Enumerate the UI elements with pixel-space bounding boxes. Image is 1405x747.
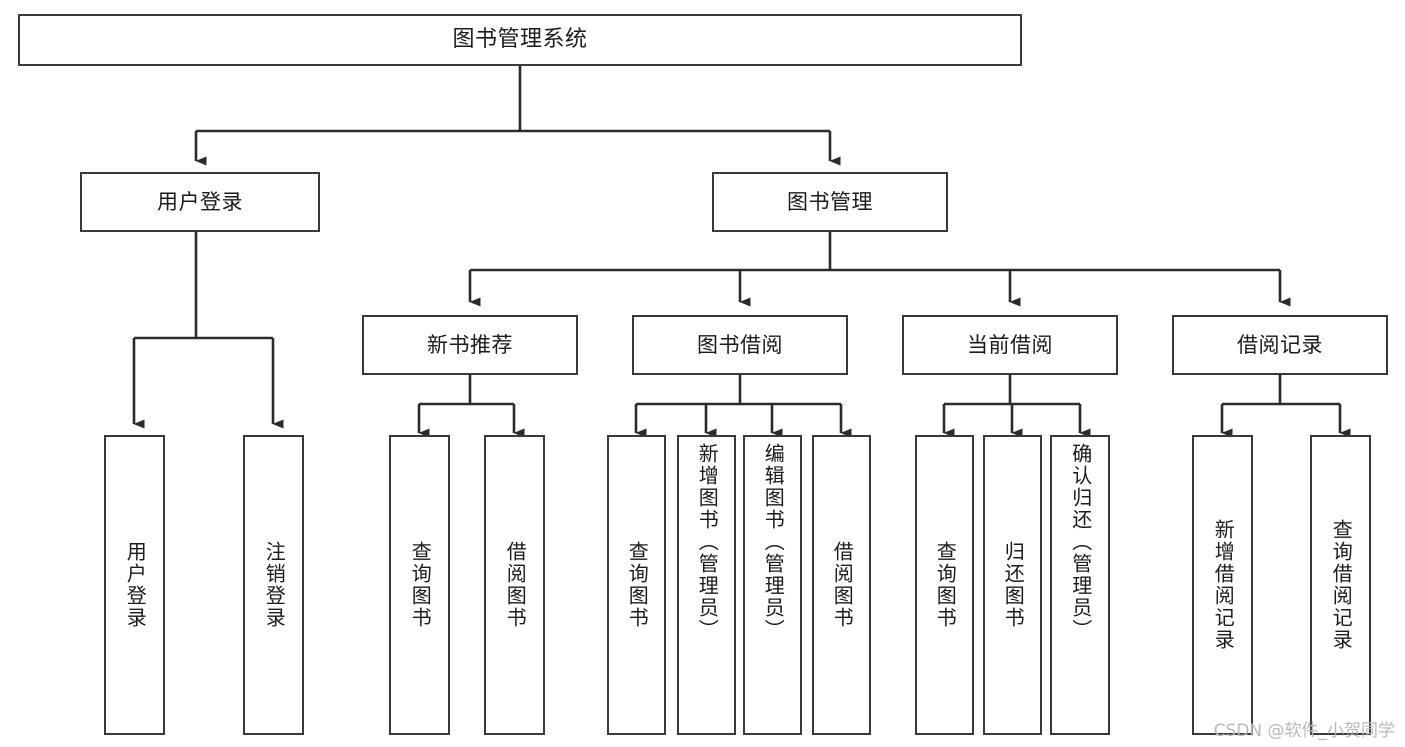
leaf-label: 查询图书 — [625, 541, 650, 629]
node-book-management[interactable]: 图书管理 — [712, 172, 948, 232]
watermark: CSDN @软件_小贺同学 — [1213, 721, 1395, 741]
leaf-label: 编辑图书（管理员） — [761, 443, 786, 641]
node-borrow-record[interactable]: 借阅记录 — [1172, 315, 1388, 375]
leaf-label: 新增图书（管理员） — [695, 443, 720, 641]
leaf-book-borrow-borrow-book[interactable]: 借阅图书 — [812, 435, 871, 735]
leaf-label: 用户登录 — [123, 541, 148, 629]
node-label: 图书借阅 — [697, 332, 783, 357]
leaf-book-borrow-edit-book-admin[interactable]: 编辑图书（管理员） — [743, 435, 802, 735]
leaf-label: 查询图书 — [408, 541, 433, 629]
node-book-borrow[interactable]: 图书借阅 — [632, 315, 848, 375]
node-label: 图书管理系统 — [452, 27, 588, 53]
leaf-label: 归还图书 — [1001, 541, 1026, 629]
node-label: 新书推荐 — [427, 332, 513, 357]
leaf-label: 借阅图书 — [503, 541, 528, 629]
leaf-new-book-borrow-book[interactable]: 借阅图书 — [484, 435, 545, 735]
leaf-label: 新增借阅记录 — [1211, 519, 1236, 651]
node-label: 用户登录 — [157, 189, 243, 214]
node-new-book-recommend[interactable]: 新书推荐 — [362, 315, 578, 375]
leaf-book-borrow-query-book[interactable]: 查询图书 — [607, 435, 666, 735]
node-label: 借阅记录 — [1237, 332, 1323, 357]
leaf-label: 确认归还（管理员） — [1068, 443, 1093, 641]
leaf-borrow-record-query-record[interactable]: 查询借阅记录 — [1310, 435, 1371, 735]
leaf-borrow-record-add-record[interactable]: 新增借阅记录 — [1192, 435, 1253, 735]
leaf-user-login-logout[interactable]: 注销登录 — [243, 435, 304, 735]
leaf-user-login-login[interactable]: 用户登录 — [104, 435, 165, 735]
leaf-current-borrow-confirm-return-admin[interactable]: 确认归还（管理员） — [1050, 435, 1110, 735]
leaf-current-borrow-return-book[interactable]: 归还图书 — [983, 435, 1042, 735]
leaf-new-book-query-book[interactable]: 查询图书 — [389, 435, 450, 735]
leaf-label: 查询图书 — [933, 541, 958, 629]
node-label: 当前借阅 — [967, 332, 1053, 357]
leaf-label: 借阅图书 — [830, 541, 855, 629]
node-book-management-system[interactable]: 图书管理系统 — [18, 14, 1022, 66]
node-user-login[interactable]: 用户登录 — [80, 172, 320, 232]
leaf-label: 注销登录 — [262, 541, 287, 629]
leaf-label: 查询借阅记录 — [1329, 519, 1354, 651]
leaf-book-borrow-add-book-admin[interactable]: 新增图书（管理员） — [677, 435, 736, 735]
node-label: 图书管理 — [787, 189, 873, 214]
leaf-current-borrow-query-book[interactable]: 查询图书 — [915, 435, 974, 735]
node-current-borrow[interactable]: 当前借阅 — [902, 315, 1118, 375]
